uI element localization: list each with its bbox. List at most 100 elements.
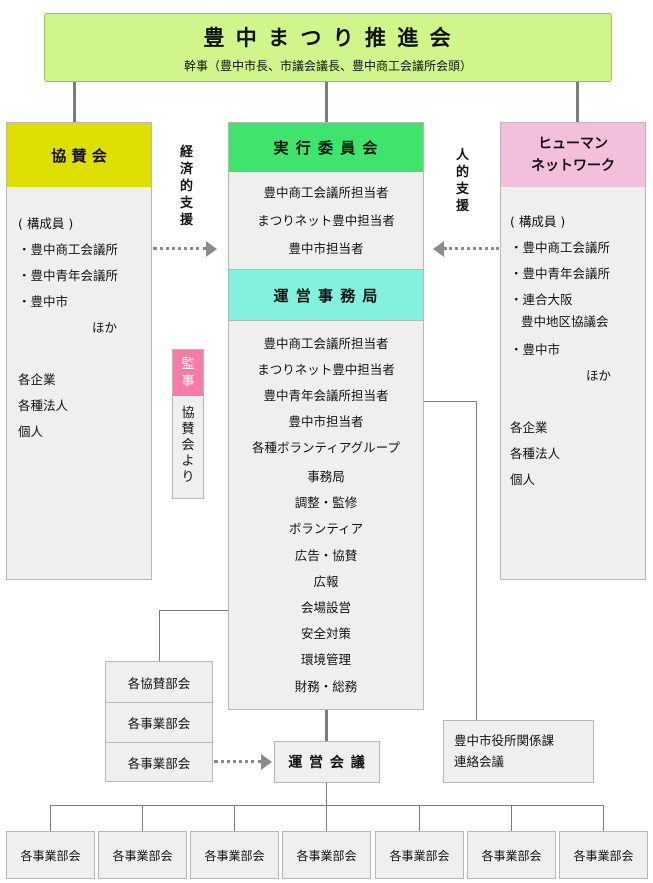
list-item: 各種法人 [510,446,561,461]
city-liaison-line2: 連絡会議 [454,754,505,769]
human-network-title-line1: ヒューマン [538,136,608,152]
list-item: ボランティア [288,521,364,537]
list-item: ・連合大阪 [510,292,573,307]
city-liaison-box: 豊中市役所関係課 連絡会議 [443,720,594,783]
connector-line [423,401,477,402]
bottom-unit-label: 各事業部会 [481,848,542,863]
operations-meeting-box: 運 営 会 議 [274,741,380,783]
connector-line [234,805,235,831]
kyousan-box: 協 賛 会 ( 構成員 ) ・豊中商工会議所 ・豊中青年会議所 ・豊中市 ほか … [6,122,152,580]
connector-line [476,401,477,720]
human-network-box: ヒューマン ネットワーク ( 構成員 ) ・豊中商工会議所 ・豊中青年会議所 ・… [500,122,646,580]
executive-committee-header: 実 行 委 員 会 [229,123,423,172]
executive-committee-title: 実 行 委 員 会 [273,139,379,157]
list-item: 豊中商工会議所担当者 [263,185,389,200]
bottom-unit: 各事業部会 [375,831,464,879]
sub-committee-label: 各事業部会 [127,755,191,771]
bottom-unit-label: 各事業部会 [573,848,634,863]
list-item: 豊中市担当者 [288,414,364,429]
label-char: 協 [181,406,195,421]
connector-line [325,81,328,123]
connector-line [159,610,229,611]
kyousan-others-list: 各企業 各種法人 個人 [18,367,68,445]
operations-meeting-title: 運 営 会 議 [288,755,366,771]
bottom-unit: 各事業部会 [6,831,95,879]
kyousan-title: 協 賛 会 [51,146,107,165]
label-char: 事 [181,374,195,389]
list-item: 各種ボランティアグループ [252,440,400,455]
operations-office-box: 運 営 事 務 局 豊中商工会議所担当者 まつりネット豊中担当者 豊中青年会議所… [228,269,424,710]
human-network-title-line2: ネットワーク [531,158,615,174]
bottom-unit-label: 各事業部会 [204,848,265,863]
list-item: 豊中市担当者 [288,241,364,256]
list-item: ( 構成員 ) [510,214,566,229]
list-item: 個人 [18,424,44,439]
connector-line [50,805,604,806]
auditor-label: 監 事 [173,350,203,396]
bottom-unit-label: 各事業部会 [112,848,173,863]
list-item: 豊中青年会議所担当者 [263,388,389,403]
connector-line [576,81,579,123]
list-item: ほか [586,368,612,383]
bottom-unit: 各事業部会 [559,831,648,879]
executive-committee-box: 実 行 委 員 会 豊中商工会議所担当者 まつりネット豊中担当者 豊中市担当者 [228,122,424,270]
arrow-left-icon [433,241,444,257]
connector-line [326,783,327,805]
label-char: 的 [456,165,470,180]
list-item: 豊中地区協議会 [521,314,609,329]
sub-committee-label: 各事業部会 [127,715,191,731]
city-liaison-line1: 豊中市役所関係課 [454,733,555,748]
list-item: 事務局 [307,469,345,484]
connector-line [326,805,327,831]
list-item: ・豊中商工会議所 [18,242,119,257]
connector-line [419,805,420,831]
sub-committee-item: 各事業部会 [106,742,212,782]
operations-office-header: 運 営 事 務 局 [229,270,423,321]
human-network-member-list: ( 構成員 ) ・豊中商工会議所 ・豊中青年会議所 ・連合大阪 豊中地区協議会 … [510,209,611,389]
list-item: ・豊中市 [510,342,561,357]
list-item: 安全対策 [300,626,351,642]
economic-support-arrow [153,247,207,250]
connector-line [73,81,76,123]
bottom-unit: 各事業部会 [98,831,187,879]
list-item: ・豊中市 [18,294,69,309]
label-char: 援 [180,213,194,228]
operations-office-member-list: 豊中商工会議所担当者 まつりネット豊中担当者 豊中青年会議所担当者 豊中市担当者… [229,331,423,461]
bottom-unit: 各事業部会 [282,831,371,879]
list-item: 広報 [313,573,339,589]
connector-line [50,805,51,831]
list-item: ・豊中商工会議所 [510,240,611,255]
top-title: 豊 中 ま つ り 推 進 会 [203,26,453,50]
executive-committee-member-list: 豊中商工会議所担当者 まつりネット豊中担当者 豊中市担当者 [229,179,423,263]
sub-committee-arrow [214,760,262,763]
sub-committee-stack: 各協賛部会 各事業部会 各事業部会 [105,661,213,782]
label-char: 支 [456,182,470,197]
label-char: 的 [180,179,194,194]
label-char: り [181,470,195,485]
kyousan-header: 協 賛 会 [7,123,151,187]
sub-committee-label: 各協賛部会 [127,675,191,691]
kyousan-member-list: ( 構成員 ) ・豊中商工会議所 ・豊中青年会議所 ・豊中市 ほか [18,211,118,341]
bottom-unit-label: 各事業部会 [389,848,450,863]
human-network-others-list: 各企業 各種法人 個人 [510,415,560,493]
label-char: 済 [180,162,194,177]
list-item: ほか [92,320,118,335]
human-network-header: ヒューマン ネットワーク [501,123,645,187]
sub-committee-item: 各事業部会 [106,702,212,743]
human-support-arrow [444,247,499,250]
list-item: 豊中商工会議所担当者 [263,336,389,351]
label-char: 支 [180,196,194,211]
sub-committee-item: 各協賛部会 [106,662,212,703]
list-item: 各企業 [18,372,56,387]
connector-line [325,710,328,742]
list-item: 個人 [510,472,536,487]
list-item: 会場設営 [300,600,351,616]
auditor-box: 監 事 協 賛 会 よ り [172,349,204,499]
list-item: ( 構成員 ) [18,216,74,231]
list-item: 広告・協賛 [294,547,358,563]
human-support-label: 人 的 支 援 [456,147,469,215]
label-char: 経 [180,145,194,160]
list-item: 各企業 [510,420,548,435]
list-item: 環境管理 [300,652,351,668]
bottom-unit-label: 各事業部会 [20,848,81,863]
